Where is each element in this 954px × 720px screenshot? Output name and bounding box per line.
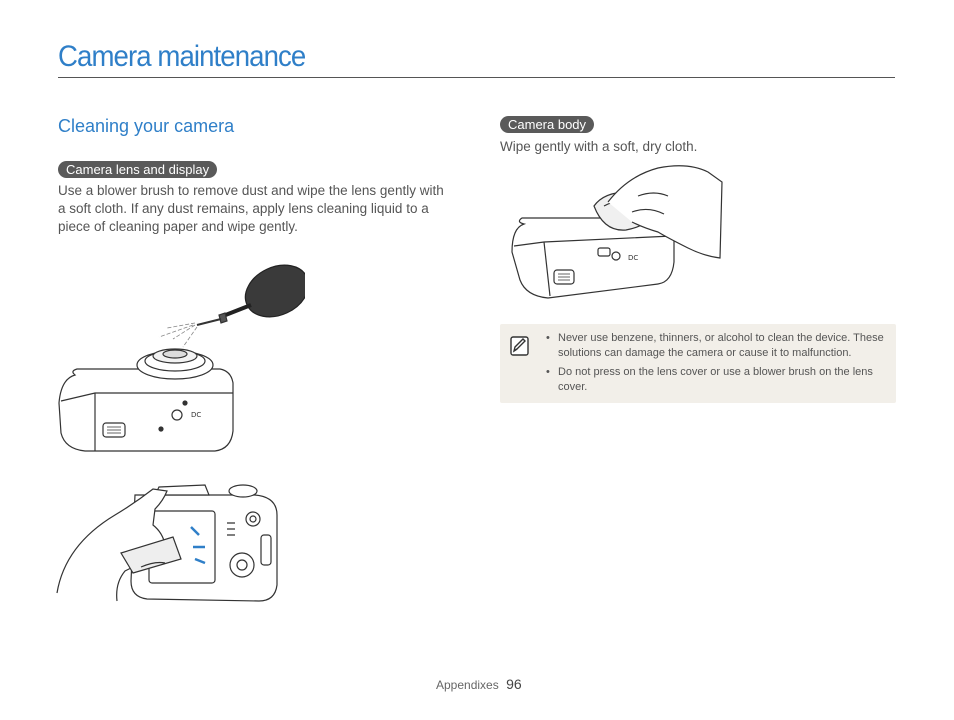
- svg-text:DC: DC: [628, 254, 638, 262]
- camera-body-label: Camera body: [500, 116, 595, 133]
- note-list: •Never use benzene, thinners, or alcohol…: [544, 331, 884, 399]
- title-divider: [58, 77, 895, 78]
- blower-brush-illustration: DC: [58, 264, 305, 452]
- page-title: Camera maintenance: [58, 40, 306, 73]
- footer-section: Appendixes: [436, 678, 499, 692]
- svg-text:DC: DC: [191, 411, 201, 419]
- lens-instructions: Use a blower brush to remove dust and wi…: [58, 183, 444, 234]
- lens-display-label: Camera lens and display: [58, 161, 218, 178]
- body-wiping-illustration: DC: [511, 165, 723, 299]
- display-wiping-illustration: [56, 484, 278, 602]
- section-heading: Cleaning your camera: [58, 116, 235, 136]
- body-instructions: Wipe gently with a soft, dry cloth.: [500, 139, 698, 154]
- note-box: •Never use benzene, thinners, or alcohol…: [500, 324, 896, 403]
- note-item: •Do not press on the lens cover or use a…: [546, 366, 873, 393]
- note-pencil-icon: [510, 336, 529, 356]
- page-footer: Appendixes 96: [436, 676, 522, 692]
- note-item: •Never use benzene, thinners, or alcohol…: [546, 332, 884, 359]
- page-number: 96: [506, 676, 522, 692]
